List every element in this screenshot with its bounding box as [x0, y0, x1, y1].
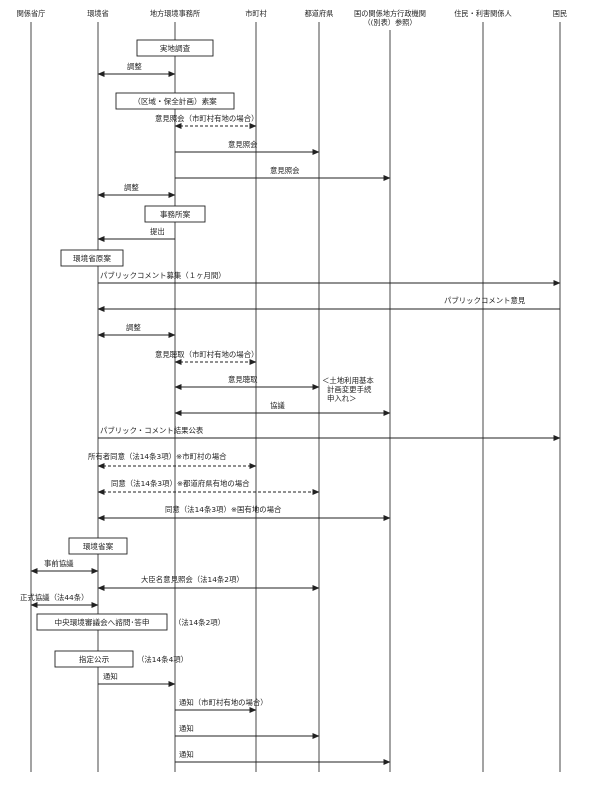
msg-shoyusha-doi: 所有者同意（法14条3項）※市町村の場合 [88, 452, 257, 469]
msg-doi-kuni: 同意（法14条3項）※国有地の場合 [97, 505, 391, 521]
note-tochi-riyo-3: 申入れ＞ [327, 394, 357, 403]
msg-iken-shokai-todofuken: 意見照会 [175, 140, 320, 155]
note-ho14-4: （法14条4項） [137, 655, 188, 664]
step-box-soan: （区域・保全計画）素案 [115, 92, 235, 110]
lane-header-kankyosho: 環境省 [87, 9, 109, 18]
svg-text:環境省原案: 環境省原案 [73, 253, 111, 263]
lane-header-todofuken: 都道府県 [305, 9, 334, 18]
msg-chosei-1: 調整 [97, 62, 176, 77]
msg-chosei-3: 調整 [97, 323, 176, 338]
note-ho14-2: （法14条2項） [174, 618, 225, 627]
msg-pubcom-iken: パブリックコメント意見 [97, 296, 560, 312]
step-box-jimusho-an: 事務所案 [144, 205, 206, 223]
msg-tsuchi-jimusho: 通知 [98, 672, 176, 687]
step-box-jitchi-chosa: 実地調査 [136, 39, 214, 57]
svg-text:パブリックコメント募集（１ヶ月間）: パブリックコメント募集（１ヶ月間） [100, 271, 226, 280]
msg-chosei-2: 調整 [97, 183, 176, 198]
svg-text:（区域・保全計画）素案: （区域・保全計画）素案 [133, 96, 217, 106]
msg-seishiki-kyogi: 正式協議（法44条） [20, 593, 99, 608]
msg-daijin-iken-shokai: 大臣名意見照会（法14条2項） [97, 575, 320, 591]
svg-text:通知: 通知 [179, 750, 194, 759]
svg-text:指定公示: 指定公示 [79, 654, 110, 664]
svg-text:正式協議（法44条）: 正式協議（法44条） [20, 593, 89, 602]
lane-header-kankei-shocho: 関係省庁 [17, 9, 46, 18]
lifelines [30, 22, 561, 772]
msg-pubcom-boshu: パブリックコメント募集（１ヶ月間） [98, 271, 561, 286]
svg-text:通知（市町村有地の場合）: 通知（市町村有地の場合） [179, 698, 268, 707]
msg-iken-chosyu-shichoson: 意見聴取（市町村有地の場合） [155, 350, 258, 365]
svg-text:意見聴取（市町村有地の場合）: 意見聴取（市町村有地の場合） [155, 350, 258, 359]
lane-header-kuni-chiho-gyosei: 国の関係地方行政機関 [354, 9, 426, 18]
svg-text:意見照会: 意見照会 [270, 166, 300, 175]
svg-text:協議: 協議 [270, 401, 285, 410]
svg-text:提出: 提出 [150, 227, 165, 236]
svg-text:意見聴取: 意見聴取 [228, 375, 258, 384]
lane-header-kuni-chiho-gyosei-note: （(別表）参照） [363, 18, 416, 27]
msg-pubcom-kekka: パブリック・コメント結果公表 [98, 426, 561, 441]
svg-text:大臣名意見照会（法14条2項）: 大臣名意見照会（法14条2項） [141, 575, 244, 584]
lane-header-shichoson: 市町村 [245, 9, 267, 18]
svg-text:調整: 調整 [127, 62, 142, 71]
step-box-shitei-koji: 指定公示 [54, 650, 134, 668]
step-box-kankyosho-an: 環境省案 [68, 537, 128, 555]
msg-iken-shokai-kuni: 意見照会 [175, 166, 391, 181]
note-tochi-riyo-2: 計画変更手続 [327, 385, 372, 394]
svg-text:通知: 通知 [179, 724, 194, 733]
msg-tsuchi-todofuken: 通知 [175, 724, 320, 739]
lane-header-chiho-kankyo-jimusho: 地方環境事務所 [150, 9, 200, 18]
msg-iken-shokai-shichoson: 意見照会（市町村有地の場合） [155, 114, 258, 129]
step-box-kankyosho-genan: 環境省原案 [60, 249, 124, 267]
lane-header-kokumin: 国民 [553, 9, 567, 18]
msg-kyogi: 協議 [174, 401, 391, 416]
msg-tsuchi-kuni: 通知 [175, 750, 391, 765]
svg-text:意見照会: 意見照会 [228, 140, 258, 149]
step-box-chuo-shingikai: 中央環境審議会へ諮問･答申 [36, 613, 168, 631]
msg-tsuchi-shichoson: 通知（市町村有地の場合） [175, 698, 268, 713]
svg-text:実地調査: 実地調査 [160, 43, 191, 53]
svg-text:パブリック・コメント結果公表: パブリック・コメント結果公表 [100, 426, 204, 435]
msg-iken-chosyu-todofuken: 意見聴取 [174, 375, 320, 390]
svg-text:通知: 通知 [103, 672, 118, 681]
msg-teishutsu: 提出 [97, 227, 175, 242]
svg-text:同意（法14条3項）※都道府県有地の場合: 同意（法14条3項）※都道府県有地の場合 [111, 479, 250, 488]
svg-text:事前協議: 事前協議 [44, 559, 74, 568]
svg-text:所有者同意（法14条3項）※市町村の場合: 所有者同意（法14条3項）※市町村の場合 [88, 452, 227, 461]
msg-jizen-kyogi: 事前協議 [30, 559, 99, 574]
svg-text:環境省案: 環境省案 [83, 541, 114, 551]
svg-text:パブリックコメント意見: パブリックコメント意見 [444, 296, 526, 305]
svg-text:意見照会（市町村有地の場合）: 意見照会（市町村有地の場合） [155, 114, 258, 123]
svg-text:同意（法14条3項）※国有地の場合: 同意（法14条3項）※国有地の場合 [165, 505, 282, 514]
svg-text:中央環境審議会へ諮問･答申: 中央環境審議会へ諮問･答申 [55, 617, 150, 627]
svg-text:調整: 調整 [126, 323, 141, 332]
msg-doi-todofuken: 同意（法14条3項）※都道府県有地の場合 [97, 479, 320, 495]
lane-headers: 関係省庁 環境省 地方環境事務所 市町村 都道府県 国の関係地方行政機関 （(別… [17, 9, 568, 27]
svg-text:事務所案: 事務所案 [160, 209, 191, 219]
lane-header-jumin: 住民・利害関係人 [454, 9, 512, 18]
svg-text:調整: 調整 [124, 183, 139, 192]
note-tochi-riyo-1: ＜土地利用基本 [322, 376, 374, 385]
